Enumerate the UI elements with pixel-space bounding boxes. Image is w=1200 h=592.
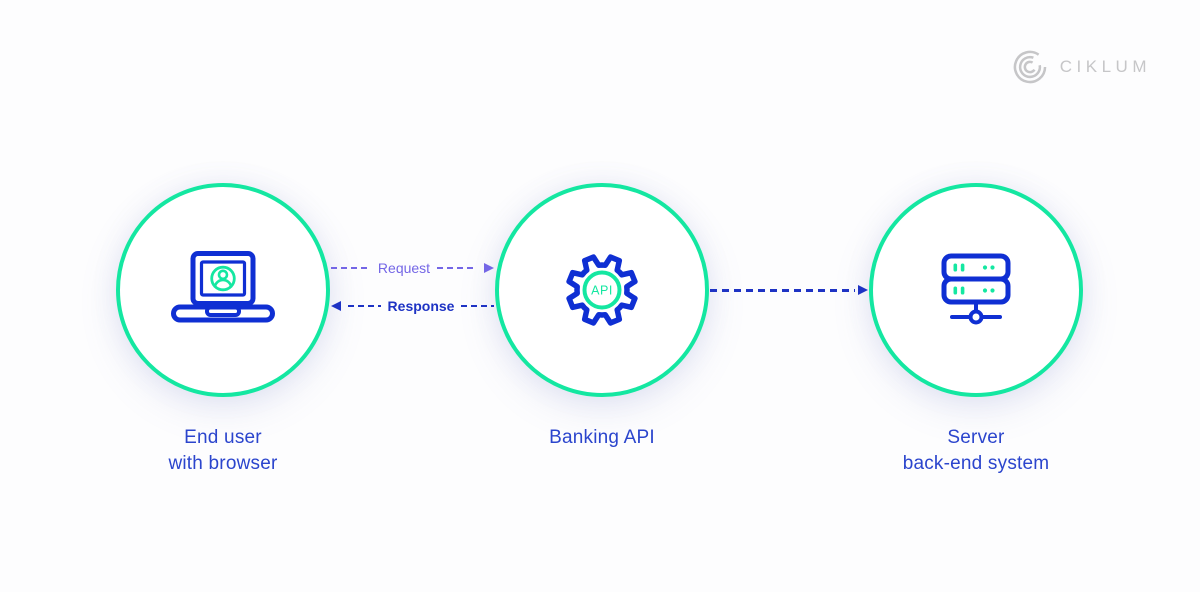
api-to-server-arrow [710,281,868,299]
request-label: Request [377,260,431,276]
response-label: Response [387,298,455,314]
node-label-end-user: End user with browser [116,425,330,477]
response-dash-left [348,305,381,307]
node-banking-api: API Banking API [495,183,709,451]
laptop-user-icon [171,251,275,323]
response-arrow: Response [331,297,495,315]
request-dash-left [331,267,371,269]
node-label-line: End user [184,427,262,448]
request-arrowhead-icon [484,263,494,273]
api-to-server-dash [710,288,855,292]
request-dash-right [437,267,477,269]
node-label-line: with browser [168,453,278,474]
response-arrowhead-icon [331,301,341,311]
banking-api-circle: API [495,183,709,397]
node-label-banking-api: Banking API [495,425,709,451]
ciklum-logo-text: CIKLUM [1059,57,1151,76]
response-dash-right [461,305,495,307]
server-circle [869,183,1083,397]
server-icon [941,253,1011,325]
node-label-line: Server [947,427,1005,448]
node-server: Server back-end system [869,183,1083,477]
ciklum-logo-icon [1013,50,1047,84]
node-label-line: back-end system [902,453,1050,474]
api-to-server-arrowhead-icon [858,285,868,295]
request-arrow: Request [331,259,494,277]
node-label-line: Banking API [549,427,655,448]
node-label-server: Server back-end system [869,425,1083,477]
api-ring-text: API [591,284,613,298]
ciklum-logo: CIKLUM [1011,48,1151,86]
node-end-user: End user with browser [116,183,330,477]
gear-api-icon: API [566,254,638,326]
end-user-circle [116,183,330,397]
